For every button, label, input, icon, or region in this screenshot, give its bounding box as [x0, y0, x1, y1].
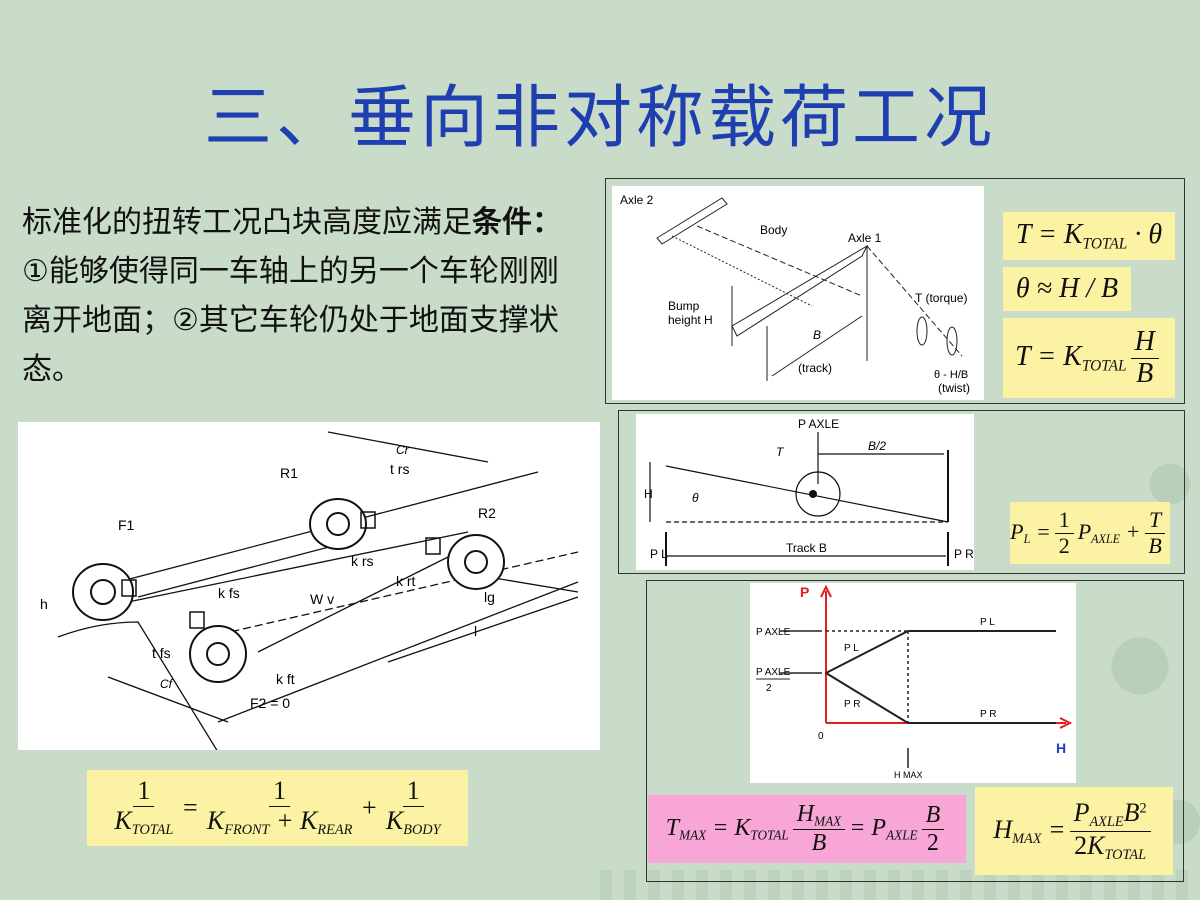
graph-figure-frame [646, 580, 1184, 882]
axis-label-h: H [1056, 740, 1066, 756]
label-pl-mid: P L [844, 643, 859, 654]
label-t: T [776, 445, 785, 459]
label-r1: R1 [280, 465, 298, 481]
label-r2: R2 [478, 505, 496, 521]
label-axle1: Axle 1 [848, 231, 882, 245]
label-theta: θ [692, 491, 699, 505]
label-pr-mid: P R [844, 699, 861, 710]
track-figure: P AXLE T B/2 H θ Track B P L P R [636, 414, 974, 570]
axis-label-p: P [800, 584, 809, 600]
label-track: (track) [798, 361, 832, 375]
label-pr: P R [954, 547, 974, 561]
label-pl: P L [650, 547, 668, 561]
label-h: H [644, 487, 653, 501]
torque-figure-frame [605, 178, 1185, 404]
label-track-b: Track B [786, 541, 827, 555]
label-paxle: P AXLE [798, 417, 839, 431]
label-b: B [813, 328, 821, 342]
label-cr: Cr [396, 443, 410, 457]
label-hmax: H MAX [894, 770, 923, 780]
label-twist: (twist) [938, 381, 970, 395]
label-h: h [40, 596, 48, 612]
load-graph-svg: P H 0 P AXLE P AXLE 2 P L P L P R P R H … [756, 584, 1073, 780]
formula-theta-approx: θ ≈ H / B [1003, 267, 1131, 311]
label-krs: k rs [351, 553, 374, 569]
label-b-half: B/2 [868, 439, 886, 453]
page-title: 三、垂向非对称载荷工况 [203, 79, 996, 158]
label-cf: Cf [160, 677, 174, 691]
body-paragraph: 标准化的扭转工况凸块高度应满足条件： ①能够使得同一车轴上的另一个车轮刚刚离开地面… [22, 198, 587, 394]
label-lg: lg [484, 589, 495, 605]
torque-diagram: Axle 2 Body Axle 1 Bump height H T (torq… [620, 193, 970, 395]
label-tfs: t fs [152, 645, 171, 661]
torque-figure: Axle 2 Body Axle 1 Bump height H T (torq… [612, 186, 984, 400]
label-l: l [474, 623, 477, 639]
label-f2: F2 = 0 [250, 695, 290, 711]
label-kfs: k fs [218, 585, 240, 601]
label-body: Body [760, 223, 787, 237]
label-kft: k ft [276, 671, 295, 687]
background-strip [600, 870, 1200, 900]
vehicle-diagram: Cr t rs R1 R2 F1 k rs k rt lg W v k fs h… [40, 431, 579, 753]
vehicle-figure: Cr t rs R1 R2 F1 k rs k rt lg W v k fs h… [18, 422, 600, 753]
label-trs: t rs [390, 461, 409, 477]
label-krt: k rt [396, 573, 416, 589]
label-pl-top: P L [980, 617, 995, 628]
label-torque: T (torque) [915, 291, 967, 305]
paragraph-emphasis: 条件： [472, 205, 562, 240]
load-graph: P H 0 P AXLE P AXLE 2 P L P L P R P R H … [750, 583, 1076, 783]
label-bump: Bump [668, 299, 700, 313]
track-figure-frame [618, 410, 1185, 574]
label-twist-formula: θ - H/B [934, 369, 968, 381]
paragraph-text-before: 标准化的扭转工况凸块高度应满足 [22, 205, 472, 240]
label-bump-height: height H [668, 313, 713, 327]
label-axle2: Axle 2 [620, 193, 654, 207]
label-f1: F1 [118, 517, 135, 533]
label-two: 2 [766, 683, 772, 694]
track-diagram: P AXLE T B/2 H θ Track B P L P R [644, 417, 974, 566]
label-wv: W v [310, 591, 334, 607]
paragraph-text-after: ①能够使得同一车轴上的另一个车轮刚刚离开地面；②其它车轮仍处于地面支撑状态。 [22, 254, 559, 387]
label-pr-low: P R [980, 709, 997, 720]
label-paxle-half: P AXLE [756, 667, 791, 678]
axis-origin: 0 [818, 731, 824, 742]
formula-torque-theta: T = KTOTAL · θ [1003, 212, 1175, 260]
label-paxle: P AXLE [756, 627, 791, 638]
